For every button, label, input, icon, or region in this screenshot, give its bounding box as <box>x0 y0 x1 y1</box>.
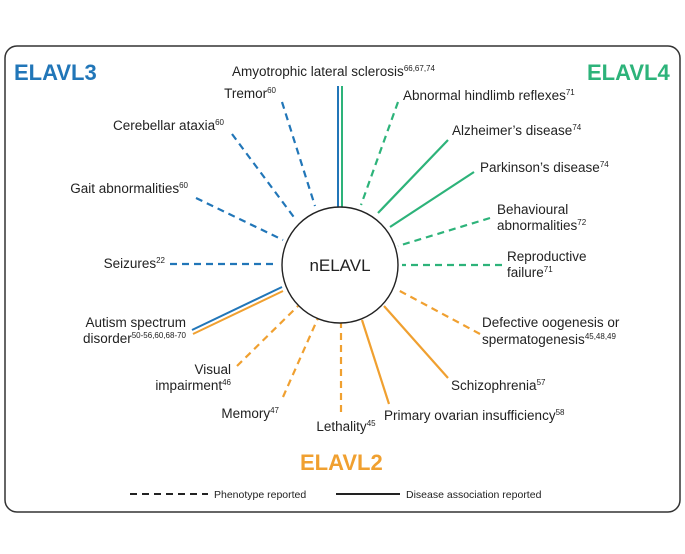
label-gait: Gait abnormalities60 <box>70 181 188 196</box>
label-behavioural-line1: Behavioural <box>497 202 568 217</box>
label-oogenesis-line2: spermatogenesis45,48,49 <box>482 332 617 347</box>
label-memory: Memory47 <box>221 406 279 421</box>
label-lethality: Lethality45 <box>316 419 376 434</box>
link-hindlimb <box>359 101 400 206</box>
link-memory <box>281 317 320 398</box>
link-schizophrenia <box>383 305 449 379</box>
link-visual <box>236 305 299 367</box>
label-reproductive-line1: Reproductive <box>507 249 587 264</box>
center-label: nELAVL <box>309 256 370 275</box>
label-alzheimer: Alzheimer’s disease74 <box>452 123 582 138</box>
label-parkinson: Parkinson’s disease74 <box>480 160 609 175</box>
label-reproductive-line2: failure71 <box>507 265 553 280</box>
label-als: Amyotrophic lateral sclerosis66,67,74 <box>232 64 436 79</box>
label-cerebellar-ataxia: Cerebellar ataxia60 <box>113 118 225 133</box>
label-oogenesis-line1: Defective oogenesis or <box>482 315 620 330</box>
label-tremor: Tremor60 <box>224 86 276 101</box>
label-autism-line1: Autism spectrum <box>85 315 186 330</box>
label-behavioural-line2: abnormalities72 <box>497 218 587 233</box>
gene-title-elavl4: ELAVL4 <box>587 60 670 85</box>
link-tremor <box>280 101 317 207</box>
label-hindlimb: Abnormal hindlimb reflexes71 <box>403 88 575 103</box>
label-schizophrenia: Schizophrenia57 <box>451 378 546 393</box>
gene-title-elavl2: ELAVL2 <box>300 450 383 475</box>
label-visual-line1: Visual <box>194 362 231 377</box>
link-behavioural <box>397 216 491 248</box>
legend-solid-label: Disease association reported <box>406 489 542 501</box>
diagram-frame <box>4 45 681 513</box>
link-cerebellar-ataxia <box>231 133 297 221</box>
label-poi: Primary ovarian insufficiency58 <box>384 408 565 423</box>
link-parkinson <box>389 171 475 228</box>
label-autism-line2: disorder50-56,60,68-70 <box>83 331 187 346</box>
label-visual-line2: impairment46 <box>155 378 231 393</box>
link-gait <box>195 197 284 241</box>
link-oogenesis <box>397 289 481 335</box>
center-node <box>281 206 399 324</box>
label-seizures: Seizures22 <box>104 256 166 271</box>
gene-title-elavl3: ELAVL3 <box>14 60 97 85</box>
legend-dashed-label: Phenotype reported <box>214 489 306 501</box>
link-alzheimer <box>377 139 449 214</box>
link-poi <box>360 319 391 405</box>
link-autism-elavl2 <box>192 290 284 335</box>
link-autism-elavl3 <box>191 286 283 331</box>
